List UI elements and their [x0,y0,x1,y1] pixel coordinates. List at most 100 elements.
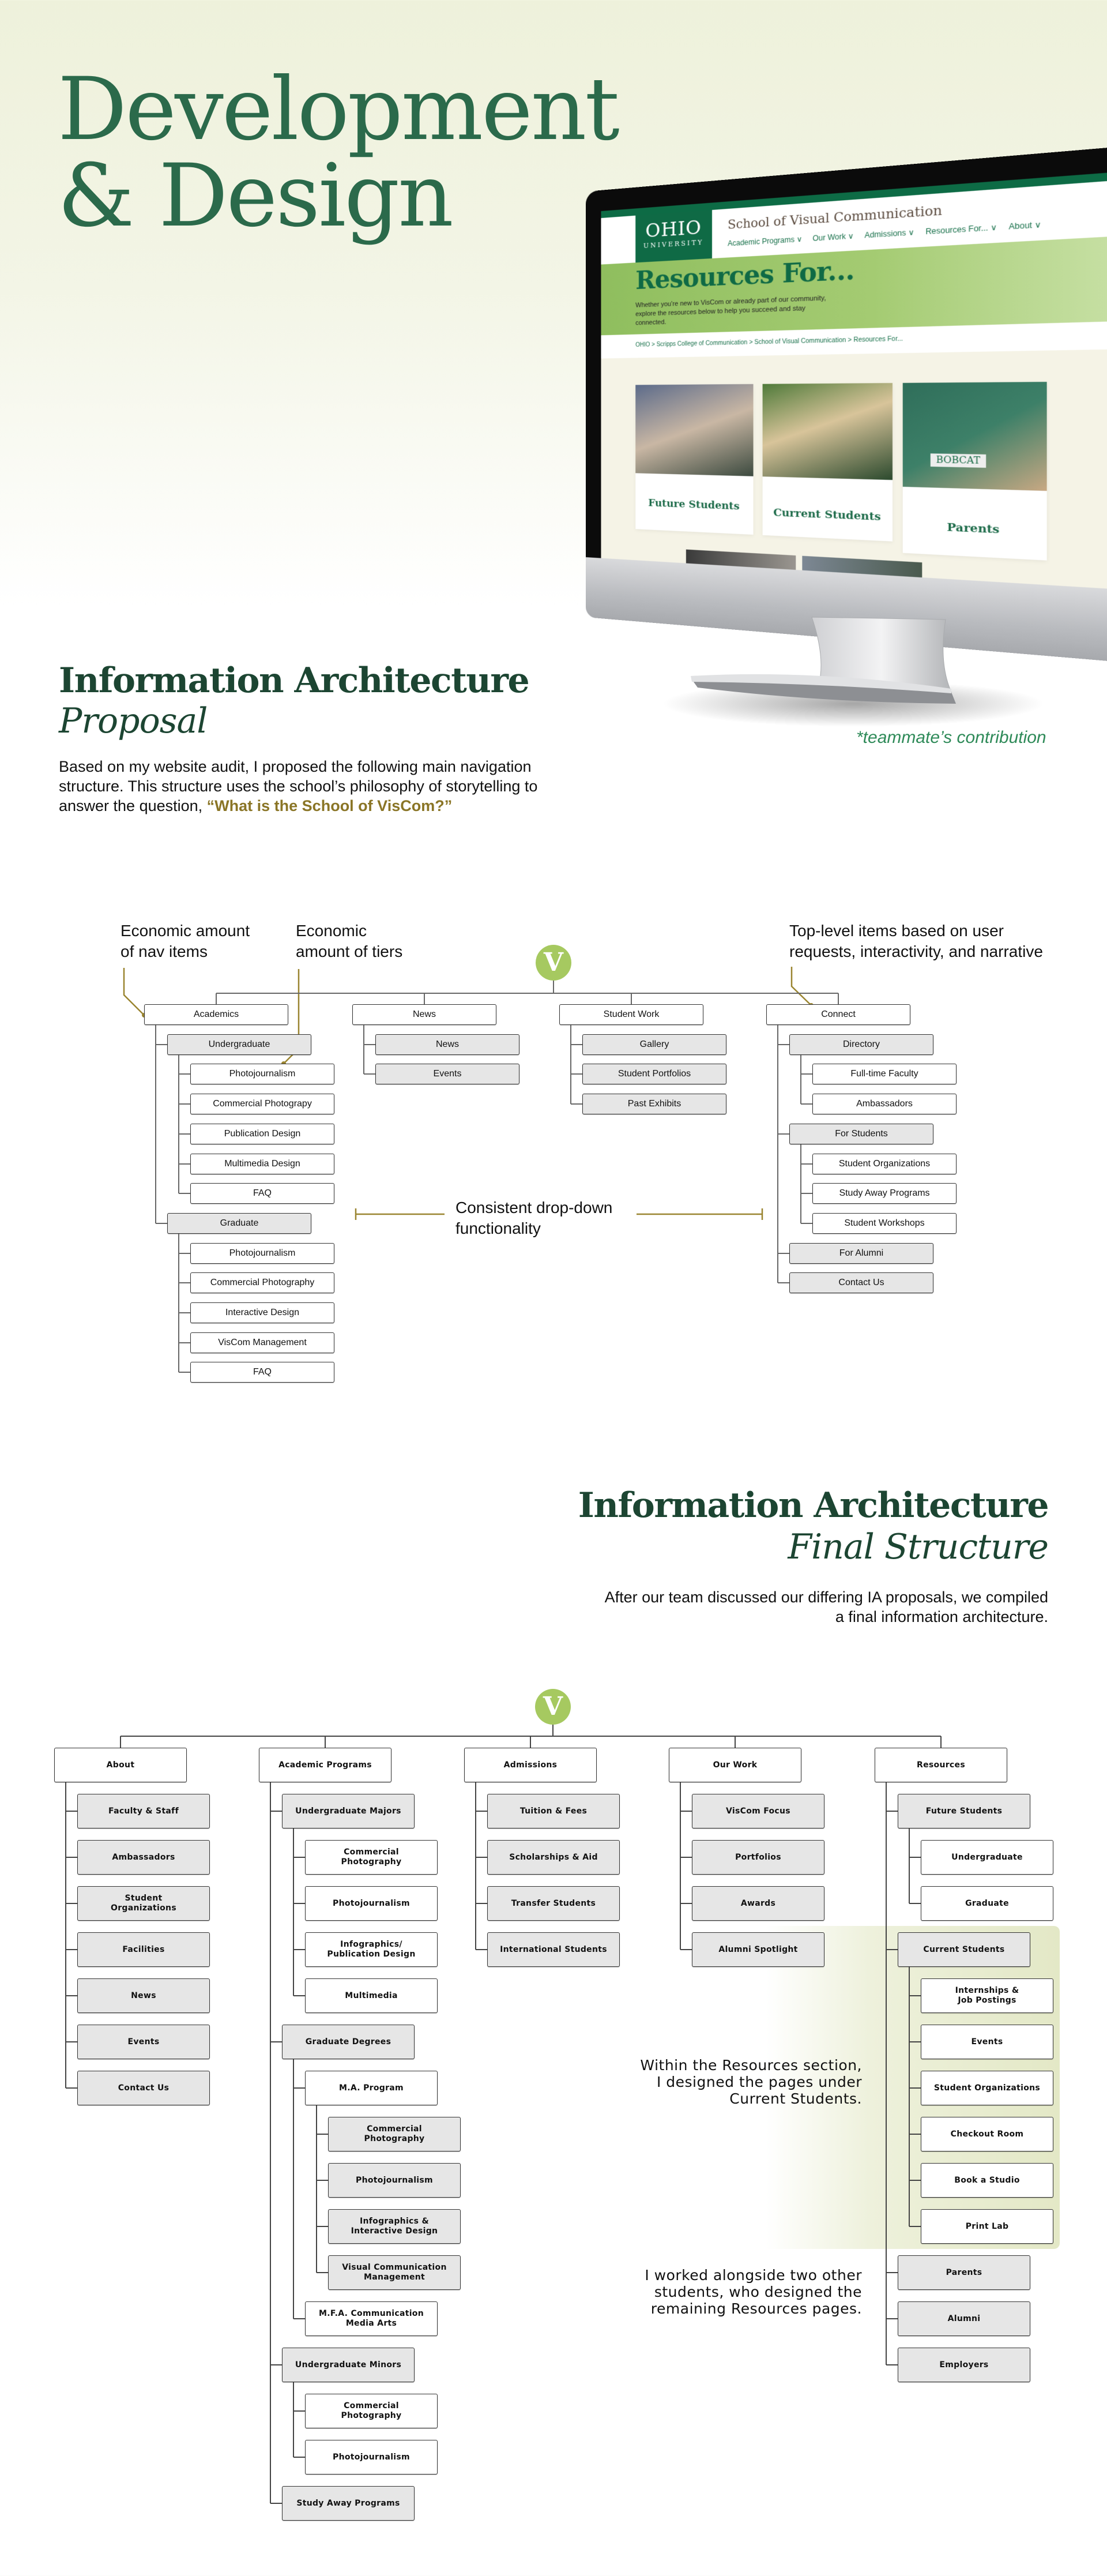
nav-node-contact-us[interactable]: Contact Us [789,1272,933,1294]
nav-node-admissions[interactable]: Admissions [464,1748,597,1782]
nav-node-undergraduate[interactable]: Undergraduate [921,1840,1053,1875]
connector-line [909,1903,921,1904]
nav-node-academics[interactable]: Academics [144,1004,288,1025]
nav-node-commercial-photography[interactable]: Commercial Photography [305,1840,438,1875]
nav-node-news[interactable]: News [77,1978,210,2013]
nav-node-print-lab[interactable]: Print Lab [921,2209,1053,2244]
nav-node-graduate-degrees[interactable]: Graduate Degrees [282,2025,415,2059]
nav-node-gallery[interactable]: Gallery [582,1034,726,1055]
nav-node-study-away-programs[interactable]: Study Away Programs [282,2486,415,2521]
nav-node-portfolios[interactable]: Portfolios [692,1840,824,1875]
nav-node-about[interactable]: About [54,1748,187,1782]
nav-node-multimedia[interactable]: Multimedia [305,1978,438,2013]
nav-node-graduate[interactable]: Graduate [921,1886,1053,1921]
nav-node-photojournalism[interactable]: Photojournalism [190,1242,334,1264]
nav-node-news[interactable]: News [375,1034,519,1055]
nav-node-interactive-design[interactable]: Interactive Design [190,1302,334,1323]
nav-node-international-students[interactable]: International Students [487,1932,620,1967]
proposal-body: Based on my website audit, I proposed th… [59,757,589,816]
nav-node-ambassadors[interactable]: Ambassadors [77,1840,210,1875]
nav-node-academic-programs[interactable]: Academic Programs [259,1748,391,1782]
nav-academic-programs[interactable]: Academic Programs ∨ [728,234,803,248]
card-future-students[interactable]: Future Students [635,384,754,535]
connector-line [800,1054,801,1105]
nav-node-publication-design[interactable]: Publication Design [190,1123,334,1144]
nav-node-checkout-room[interactable]: Checkout Room [921,2117,1053,2151]
nav-node-photojournalism[interactable]: Photojournalism [190,1064,334,1085]
connector-line [66,1857,77,1858]
nav-node-commercial-photograpy[interactable]: Commercial Photograpy [190,1094,334,1115]
nav-node-events[interactable]: Events [921,2025,1053,2059]
nav-node-directory[interactable]: Directory [789,1034,933,1055]
nav-node-scholarships-aid[interactable]: Scholarships & Aid [487,1840,620,1875]
nav-node-student-work[interactable]: Student Work [559,1004,703,1025]
nav-node-student-organizations[interactable]: Student Organizations [812,1153,957,1174]
nav-node-connect[interactable]: Connect [766,1004,910,1025]
nav-node-internships-job-postings[interactable]: Internships & Job Postings [921,1978,1053,2013]
hero-title-line2: & Design [58,146,454,246]
nav-node-undergraduate-minors[interactable]: Undergraduate Minors [282,2348,415,2382]
nav-node-alumni-spotlight[interactable]: Alumni Spotlight [692,1932,824,1967]
nav-node-commercial-photography[interactable]: Commercial Photography [190,1272,334,1294]
nav-node-faq[interactable]: FAQ [190,1362,334,1383]
nav-node-m-f-a-communication-media-arts[interactable]: M.F.A. Communication Media Arts [305,2301,438,2336]
nav-node-photojournalism[interactable]: Photojournalism [305,1886,438,1921]
nav-node-alumni[interactable]: Alumni [898,2301,1030,2336]
nav-node-transfer-students[interactable]: Transfer Students [487,1886,620,1921]
nav-node-student-organizations[interactable]: Student Organizations [921,2071,1053,2105]
nav-node-employers[interactable]: Employers [898,2348,1030,2382]
nav-our-work[interactable]: Our Work ∨ [812,231,854,243]
connector-line [571,1043,582,1045]
nav-node-ambassadors[interactable]: Ambassadors [812,1094,957,1115]
nav-node-parents[interactable]: Parents [898,2255,1030,2290]
nav-node-photojournalism[interactable]: Photojournalism [328,2163,461,2198]
note-line: students, who designed the [654,2284,862,2300]
nav-node-graduate[interactable]: Graduate [167,1212,311,1234]
nav-node-student-organizations[interactable]: Student Organizations [77,1886,210,1921]
card-parents[interactable]: BOBCAT Parents [902,381,1047,561]
nav-node-commercial-photography[interactable]: Commercial Photography [328,2117,461,2151]
nav-node-events[interactable]: Events [77,2025,210,2059]
nav-admissions[interactable]: Admissions ∨ [864,227,914,240]
nav-node-commercial-photography[interactable]: Commercial Photography [305,2394,438,2428]
nav-node-faq[interactable]: FAQ [190,1183,334,1204]
nav-node-viscom-focus[interactable]: VisCom Focus [692,1794,824,1828]
nav-node-for-alumni[interactable]: For Alumni [789,1242,933,1264]
nav-node-undergraduate[interactable]: Undergraduate [167,1034,311,1055]
nav-node-tuition-fees[interactable]: Tuition & Fees [487,1794,620,1828]
nav-node-viscom-management[interactable]: VisCom Management [190,1332,334,1353]
nav-node-future-students[interactable]: Future Students [898,1794,1030,1828]
nav-node-for-students[interactable]: For Students [789,1123,933,1144]
nav-node-photojournalism[interactable]: Photojournalism [305,2440,438,2474]
nav-resources-for[interactable]: Resources For... ∨ [925,223,997,236]
nav-node-infographics-publication-design[interactable]: Infographics/ Publication Design [305,1932,438,1967]
nav-node-facilities[interactable]: Facilities [77,1932,210,1967]
nav-node-full-time-faculty[interactable]: Full-time Faculty [812,1064,957,1085]
nav-node-current-students[interactable]: Current Students [898,1932,1030,1967]
ohio-university-logo[interactable]: OHIO UNIVERSITY [635,210,713,266]
nav-node-study-away-programs[interactable]: Study Away Programs [812,1183,957,1204]
annotation-nav-items: Economic amount of nav items [121,921,250,962]
nav-node-resources[interactable]: Resources [875,1748,1007,1782]
connector-line [120,1736,121,1748]
annotation-line: Economic amount [121,922,250,940]
nav-node-student-workshops[interactable]: Student Workshops [812,1212,957,1234]
nav-node-contact-us[interactable]: Contact Us [77,2071,210,2105]
nav-node-events[interactable]: Events [375,1064,519,1085]
nav-node-news[interactable]: News [352,1004,496,1025]
nav-node-m-a-program[interactable]: M.A. Program [305,2071,438,2105]
nav-node-multimedia-design[interactable]: Multimedia Design [190,1153,334,1174]
nav-node-book-a-studio[interactable]: Book a Studio [921,2163,1053,2198]
nav-node-undergraduate-majors[interactable]: Undergraduate Majors [282,1794,415,1828]
card-current-students[interactable]: Current Students [762,383,893,542]
nav-node-past-exhibits[interactable]: Past Exhibits [582,1094,726,1115]
connector-line [270,1811,282,1812]
nav-node-visual-communication-management[interactable]: Visual Communication Management [328,2255,461,2290]
nav-node-faculty-staff[interactable]: Faculty & Staff [77,1794,210,1828]
nav-about[interactable]: About ∨ [1008,220,1041,232]
nav-node-infographics-interactive-design[interactable]: Infographics & Interactive Design [328,2209,461,2244]
breadcrumb-text[interactable]: OHIO > Scripps College of Communication … [635,335,903,349]
nav-node-awards[interactable]: Awards [692,1886,824,1921]
nav-node-our-work[interactable]: Our Work [669,1748,801,1782]
nav-node-student-portfolios[interactable]: Student Portfolios [582,1064,726,1085]
